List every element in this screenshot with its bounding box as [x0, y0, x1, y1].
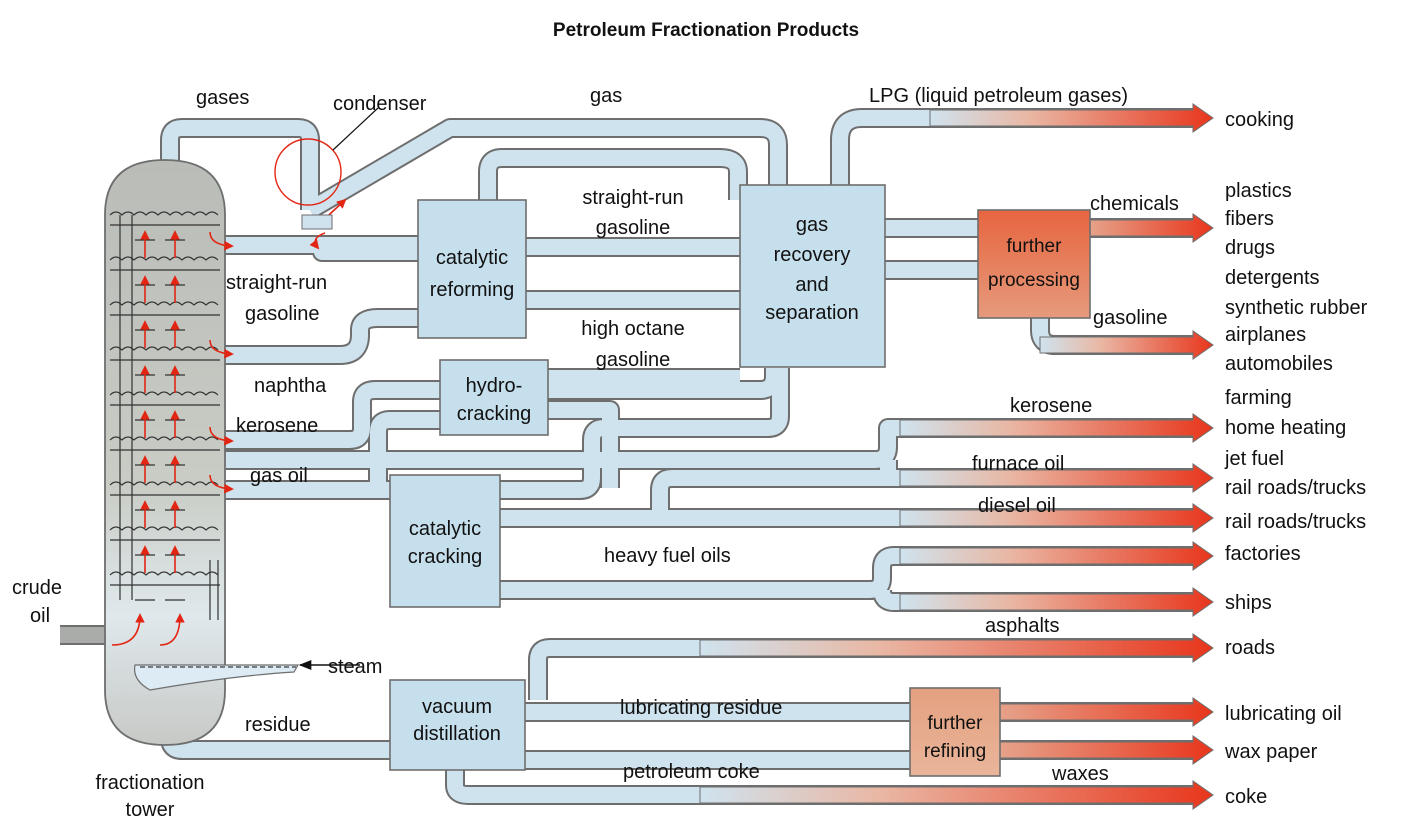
use-fibers: fibers: [1225, 208, 1274, 230]
arrow-cooking: [929, 103, 1214, 133]
arrow-gasoline: [1039, 330, 1214, 360]
arrow-chemicals: [1089, 213, 1214, 243]
furnace-oil-label: furnace oil: [972, 453, 1064, 475]
unit-catalytic-reforming: [417, 199, 527, 339]
lubricating-residue-label: lubricating residue: [620, 697, 782, 719]
condenser-label: condenser: [333, 93, 427, 115]
unit-gas-recovery: [739, 184, 886, 368]
use-ships: ships: [1225, 592, 1272, 614]
petroleum-coke-label: petroleum coke: [623, 761, 760, 783]
diagram-title: Petroleum Fractionation Products: [553, 20, 859, 41]
unit-labels: catalytic reforming gas recovery and sep…: [408, 214, 1080, 762]
unit-vacuum-distillation: [389, 679, 526, 771]
use-drugs: drugs: [1225, 237, 1275, 259]
unit-further-processing: [977, 209, 1091, 319]
fractionation-tower: [104, 159, 347, 746]
use-home-heating: home heating: [1225, 417, 1346, 439]
heavy-fuel-oils-label: heavy fuel oils: [604, 545, 731, 567]
asphalts-label: asphalts: [985, 615, 1060, 637]
use-wax-paper: wax paper: [1224, 741, 1318, 763]
tower-straight-run-label-1: straight-run: [226, 272, 327, 294]
gas-recovery-label-3: and: [795, 274, 828, 296]
tower-straight-run-label-2: gasoline: [245, 303, 320, 325]
crude-oil-label-1: crude: [12, 577, 62, 599]
vacuum-distillation-label-2: distillation: [413, 723, 501, 745]
use-synthetic-rubber: synthetic rubber: [1225, 297, 1368, 319]
fractionation-tower-label-2: tower: [126, 799, 175, 821]
arrow-lubricating-oil: [999, 697, 1214, 727]
further-processing-label-1: further: [1007, 236, 1063, 257]
arrow-roads: [699, 633, 1214, 663]
stream-labels: gases condenser gas LPG (liquid petroleu…: [12, 85, 1179, 821]
arrow-factories: [899, 541, 1214, 571]
arrow-coke: [699, 780, 1214, 810]
straight-run-gasoline-label-2: gasoline: [596, 217, 671, 239]
use-airplanes: airplanes: [1225, 324, 1306, 346]
hydrocracking-label-1: hydro-: [466, 375, 523, 397]
arrow-wax-paper: [999, 735, 1214, 765]
unit-further-refining: [909, 687, 1001, 777]
hydrocracking-label-2: cracking: [457, 403, 531, 425]
use-farming: farming: [1225, 387, 1292, 409]
high-octane-label-2: gasoline: [596, 349, 671, 371]
further-refining-label-1: further: [928, 713, 984, 734]
further-refining-label-2: refining: [924, 741, 986, 762]
use-roads: roads: [1225, 637, 1275, 659]
arrow-ships: [899, 587, 1214, 617]
gas-label: gas: [590, 85, 622, 107]
use-automobiles: automobiles: [1225, 353, 1333, 375]
gases-label: gases: [196, 87, 249, 109]
use-factories: factories: [1225, 543, 1301, 565]
chemicals-label: chemicals: [1090, 193, 1179, 215]
crude-oil-label-2: oil: [30, 605, 50, 627]
unit-hydrocracking: [439, 359, 549, 436]
process-units: [389, 184, 1091, 777]
kerosene-label: kerosene: [1010, 395, 1092, 417]
gas-recovery-label-4: separation: [765, 302, 858, 324]
condenser: [274, 107, 379, 230]
gasoline-label: gasoline: [1093, 307, 1168, 329]
product-arrows: [699, 103, 1214, 810]
further-processing-label-2: processing: [988, 270, 1080, 291]
use-coke: coke: [1225, 786, 1267, 808]
use-cooking: cooking: [1225, 109, 1294, 131]
high-octane-label-1: high octane: [581, 318, 684, 340]
steam-label: steam: [328, 656, 382, 678]
naphtha-label: naphtha: [254, 375, 327, 397]
use-rail-roads-trucks-1: rail roads/trucks: [1225, 477, 1366, 499]
use-detergents: detergents: [1225, 267, 1320, 289]
use-jet-fuel: jet fuel: [1224, 448, 1284, 470]
arrow-furnace-oil: [899, 463, 1214, 493]
arrow-kerosene: [899, 413, 1214, 443]
unit-catalytic-cracking: [389, 474, 501, 608]
catalytic-reforming-label-2: reforming: [430, 279, 514, 301]
fractionation-tower-label-1: fractionation: [96, 772, 205, 794]
arrow-diesel-oil: [899, 503, 1214, 533]
vacuum-distillation-label-1: vacuum: [422, 696, 492, 718]
end-use-labels: cooking plastics fibers drugs detergents…: [1224, 109, 1368, 808]
catalytic-cracking-label-1: catalytic: [409, 518, 481, 540]
use-lubricating-oil: lubricating oil: [1225, 703, 1342, 725]
gas-oil-label: gas oil: [250, 465, 308, 487]
residue-label: residue: [245, 714, 311, 736]
waxes-label: waxes: [1051, 763, 1109, 785]
straight-run-gasoline-label-1: straight-run: [582, 187, 683, 209]
diesel-oil-label: diesel oil: [978, 495, 1056, 517]
pipe-network-fill: [60, 110, 1193, 803]
use-plastics: plastics: [1225, 180, 1292, 202]
tower-kerosene-label: kerosene: [236, 415, 318, 437]
gas-recovery-label-1: gas: [796, 214, 828, 236]
lpg-label: LPG (liquid petroleum gases): [869, 85, 1128, 107]
catalytic-cracking-label-2: cracking: [408, 546, 482, 568]
use-rail-roads-trucks-2: rail roads/trucks: [1225, 511, 1366, 533]
gas-recovery-label-2: recovery: [774, 244, 851, 266]
catalytic-reforming-label-1: catalytic: [436, 247, 508, 269]
